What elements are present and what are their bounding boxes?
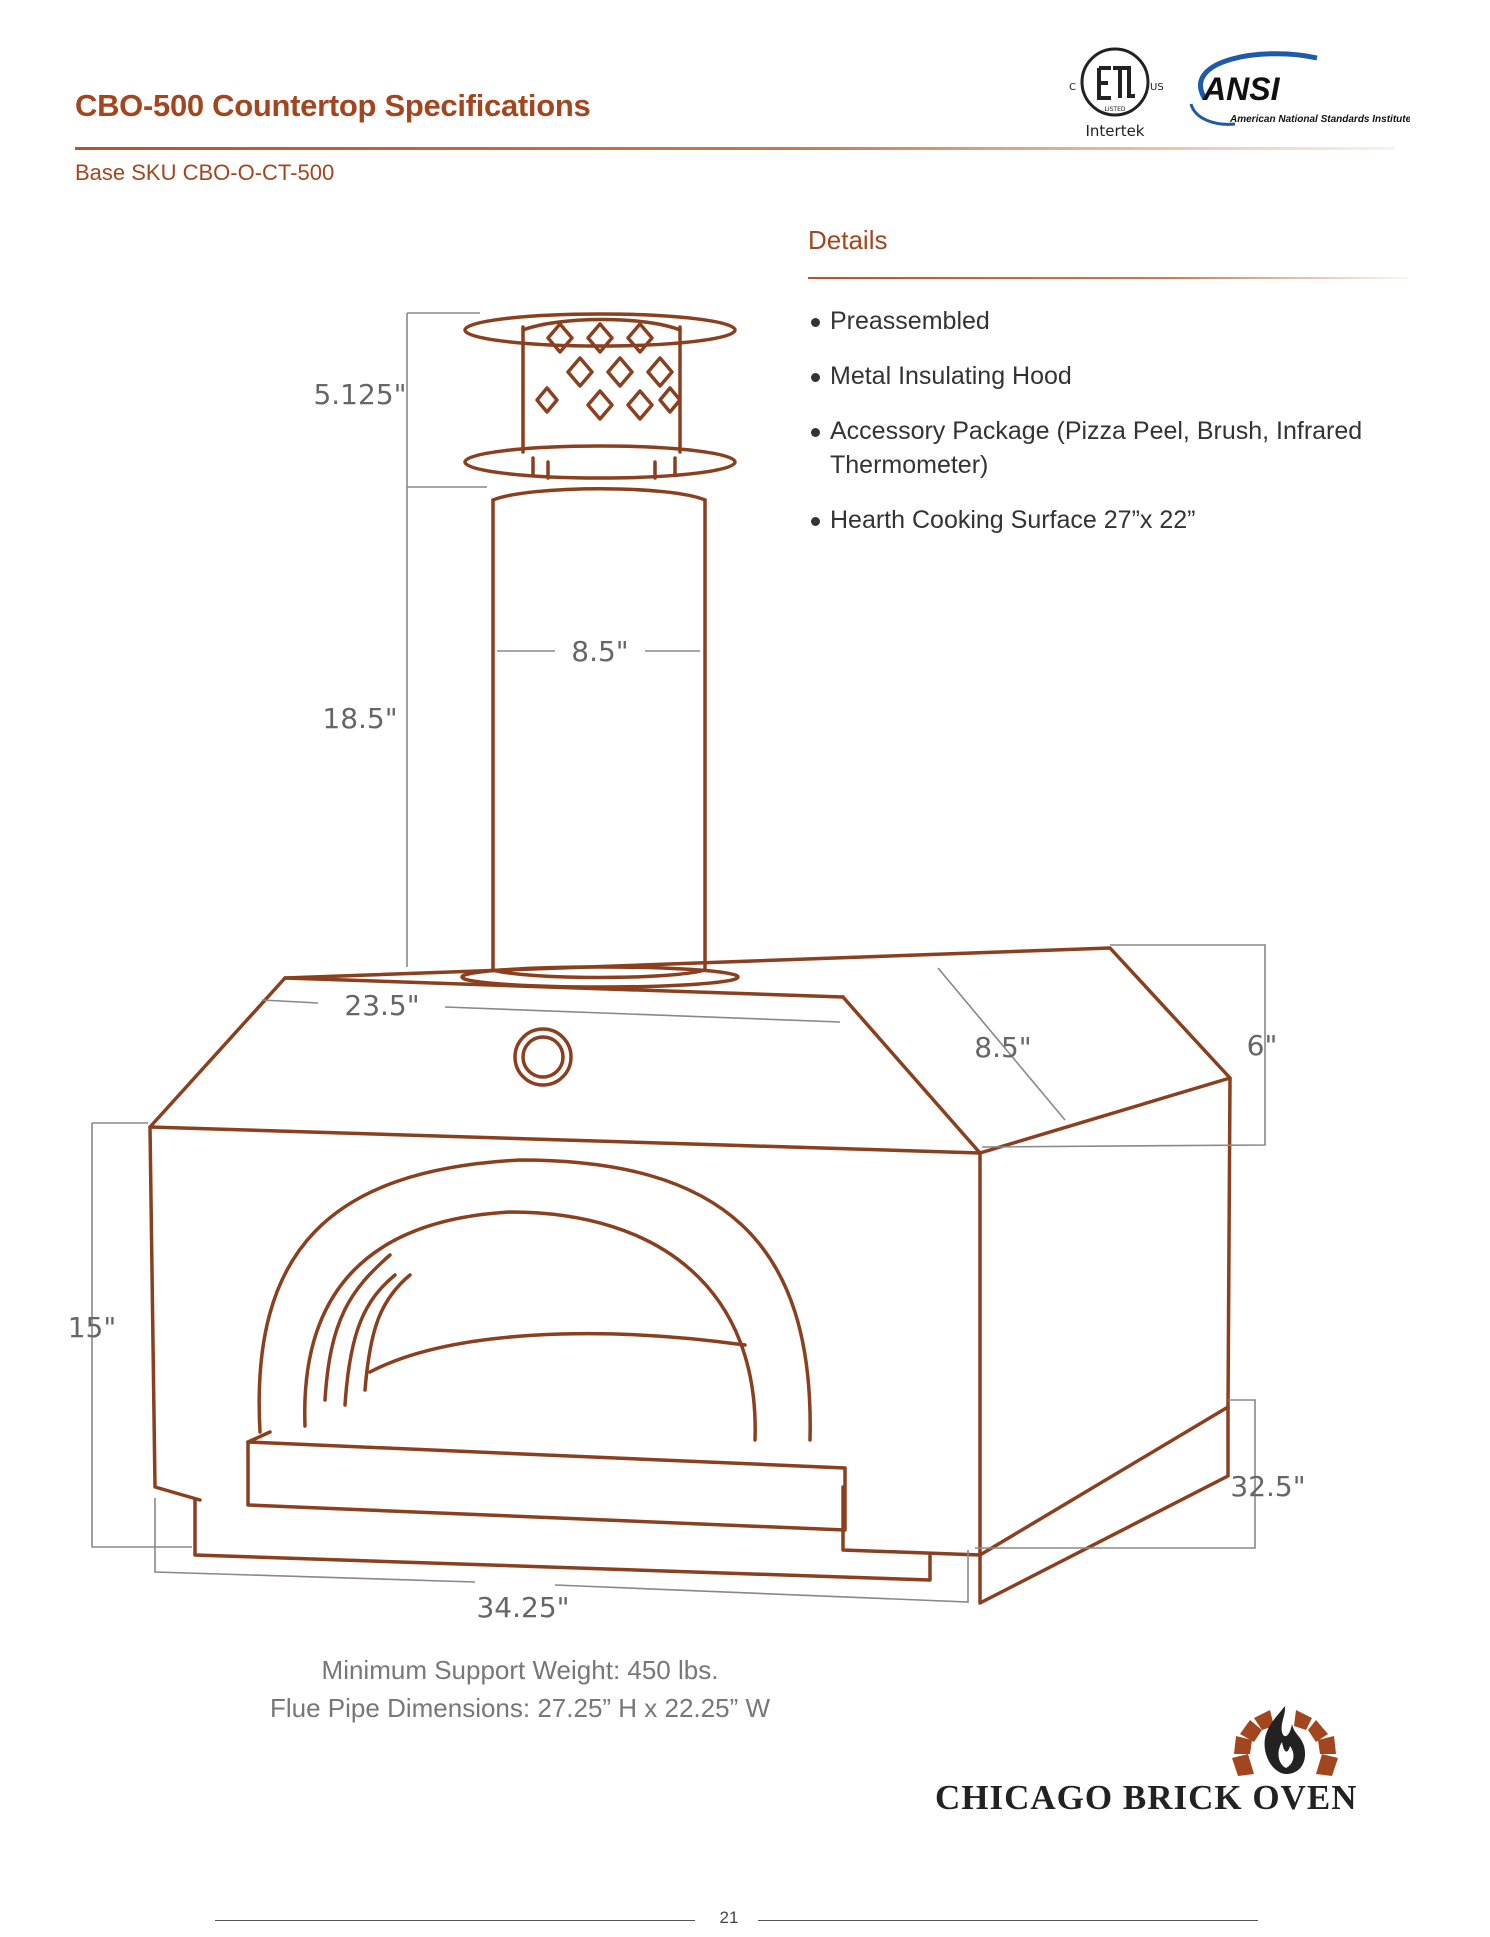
page-title: CBO-500 Countertop Specifications [75, 88, 591, 123]
dim-front-height: 15" [68, 1311, 117, 1344]
footer-rule-right [758, 1920, 1258, 1921]
etl-intertek-logo: C US LISTED Intertek [1069, 47, 1164, 140]
details-list: Preassembled Metal Insulating Hood Acces… [808, 304, 1368, 558]
flame-brick-icon [1232, 1706, 1338, 1776]
dim-side-depth: 8.5" [974, 1031, 1031, 1064]
oven-body [148, 946, 1232, 1605]
ansi-text: ANSI [1202, 71, 1281, 107]
detail-item: Hearth Cooking Surface 27”x 22” [808, 503, 1368, 537]
details-heading: Details [808, 225, 888, 255]
flue-pipe [460, 487, 740, 989]
footer-rule-left [215, 1920, 695, 1921]
etl-us: US [1150, 82, 1164, 93]
etl-listed: LISTED [1105, 106, 1126, 113]
etl-intertek: Intertek [1085, 122, 1144, 140]
brand-name: CHICAGO BRICK OVEN [935, 1778, 1358, 1817]
base-sku: Base SKU CBO-O-CT-500 [75, 160, 335, 185]
chimney-cap [463, 312, 737, 480]
ansi-logo: ANSI American National Standards Institu… [1189, 51, 1410, 126]
etl-c: C [1069, 82, 1076, 93]
flue-dimensions-note: Flue Pipe Dimensions: 27.25” H x 22.25” … [270, 1693, 770, 1723]
page-number: 21 [719, 1908, 739, 1927]
dim-flue-height: 18.5" [322, 702, 397, 735]
dim-flue-diameter: 8.5" [571, 635, 628, 668]
detail-item: Accessory Package (Pizza Peel, Brush, In… [808, 414, 1368, 482]
detail-item: Metal Insulating Hood [808, 359, 1368, 393]
ansi-subtitle: American National Standards Institute [1229, 114, 1410, 125]
detail-item: Preassembled [808, 304, 1368, 338]
dim-top-width: 23.5" [344, 989, 419, 1022]
dim-total-depth: 32.5" [1230, 1470, 1305, 1503]
dim-total-width: 34.25" [476, 1591, 569, 1624]
dim-cap-height: 5.125" [313, 378, 406, 411]
title-rule [75, 147, 1395, 150]
dim-side-height: 6" [1247, 1029, 1278, 1062]
details-rule [808, 277, 1408, 279]
support-weight-note: Minimum Support Weight: 450 lbs. [321, 1655, 719, 1685]
